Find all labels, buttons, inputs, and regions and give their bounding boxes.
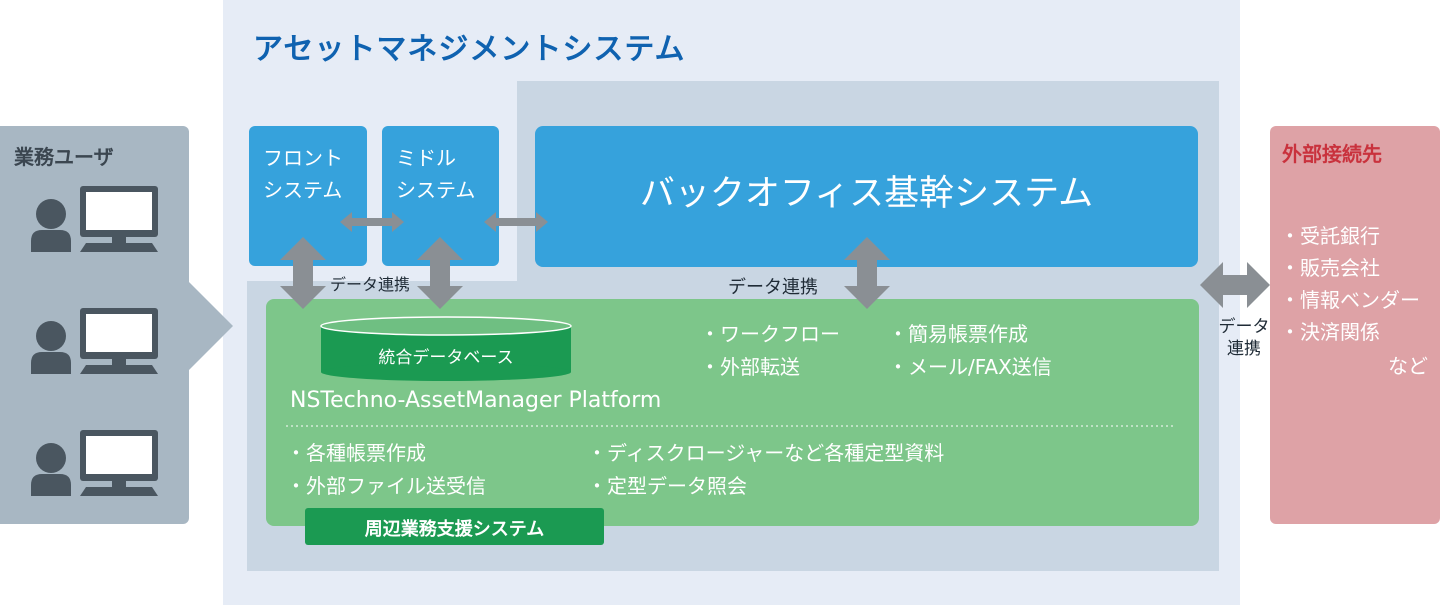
external-item-sales-company: ・販売会社 <box>1280 256 1380 280</box>
database-icon <box>320 316 572 381</box>
feature-various-reports: ・各種帳票作成 <box>286 441 426 465</box>
data-link-label-right: データ連携 <box>728 277 818 298</box>
back-platform-arrow-icon <box>844 237 890 309</box>
front-system-box: フロント システム <box>249 126 367 266</box>
platform-features-bottom-col2: ・ディスクロージャーなど各種定型資料 ・定型データ照会 <box>587 437 944 503</box>
data-link-external-line-1: データ <box>1218 317 1270 337</box>
middle-db-arrow-icon <box>417 237 463 309</box>
platform-features-right-col2: ・簡易帳票作成 ・メール/FAX送信 <box>888 318 1052 384</box>
middle-system-label-2: システム <box>396 178 476 202</box>
database-label: 統合データベース <box>378 348 514 368</box>
middle-back-arrow-icon <box>484 212 548 232</box>
user-computer-icon <box>31 308 158 374</box>
external-list: ・受託銀行 ・販売会社 ・情報ベンダー ・決済関係 <box>1280 220 1420 348</box>
user-computer-icon <box>31 186 158 252</box>
middle-system-label-1: ミドル <box>396 146 456 170</box>
feature-simple-reports: ・簡易帳票作成 <box>888 322 1028 346</box>
feature-mail-fax: ・メール/FAX送信 <box>888 355 1052 379</box>
data-link-label-external: データ 連携 <box>1214 316 1274 360</box>
peripheral-system-tag <box>305 508 604 545</box>
data-link-label-left: データ連携 <box>330 275 411 294</box>
users-pointer <box>189 282 233 370</box>
feature-external-file-transfer: ・外部ファイル送受信 <box>286 474 486 498</box>
external-arrow-icon <box>1200 262 1270 308</box>
user-computer-icon <box>31 430 158 496</box>
external-panel <box>1270 126 1440 524</box>
front-system-label-2: システム <box>263 178 343 202</box>
external-item-info-vendor: ・情報ベンダー <box>1280 288 1420 312</box>
data-link-external-line-2: 連携 <box>1227 339 1261 359</box>
feature-disclosure-docs: ・ディスクロージャーなど各種定型資料 <box>587 441 945 465</box>
feature-data-inquiry: ・定型データ照会 <box>587 474 747 498</box>
external-title: 外部接続先 <box>1282 142 1382 166</box>
external-item-settlement: ・決済関係 <box>1280 320 1380 344</box>
front-db-arrow-icon <box>280 237 326 309</box>
system-title: アセットマネジメントシステム <box>253 32 686 67</box>
external-footer: など <box>1388 354 1428 378</box>
platform-features-right-col1: ・ワークフロー ・外部転送 <box>700 318 840 384</box>
feature-workflow: ・ワークフロー <box>700 322 840 346</box>
front-system-label-1: フロント <box>263 146 343 170</box>
platform-features-bottom-col1: ・各種帳票作成 ・外部ファイル送受信 <box>286 437 486 503</box>
front-middle-arrow-icon <box>340 212 404 232</box>
back-office-label: バックオフィス基幹システム <box>639 174 1094 214</box>
external-item-trust-bank: ・受託銀行 <box>1280 224 1380 248</box>
feature-external-transfer: ・外部転送 <box>700 355 800 379</box>
platform-name: NSTechno-AssetManager Platform <box>290 388 662 413</box>
users-title: 業務ユーザ <box>14 145 114 169</box>
peripheral-system-label: 周辺業務支援システム <box>364 519 545 540</box>
